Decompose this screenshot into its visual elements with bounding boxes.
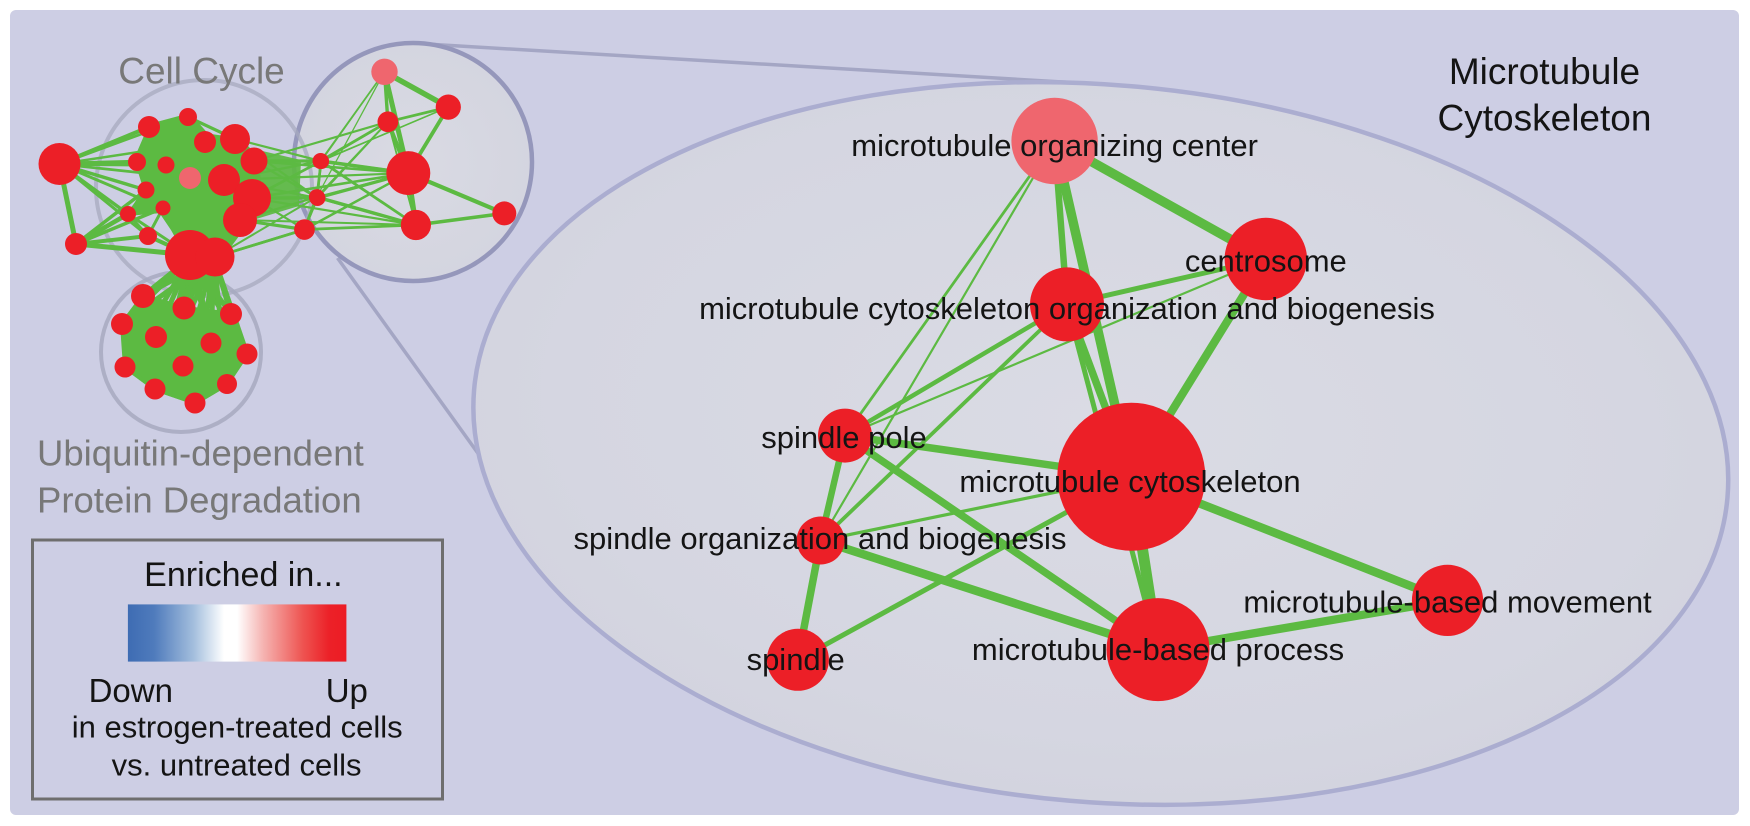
svg-text:Protein Degradation: Protein Degradation — [37, 480, 362, 521]
svg-text:vs. untreated cells: vs. untreated cells — [112, 747, 362, 782]
svg-text:Cell Cycle: Cell Cycle — [118, 51, 285, 92]
svg-text:spindle organization and bioge: spindle organization and biogenesis — [574, 521, 1067, 556]
svg-text:Up: Up — [326, 672, 368, 709]
svg-text:Microtubule: Microtubule — [1449, 51, 1640, 92]
svg-text:Enriched in...: Enriched in... — [144, 556, 342, 594]
svg-text:spindle pole: spindle pole — [761, 420, 926, 455]
svg-text:microtubule organizing center: microtubule organizing center — [851, 128, 1258, 163]
svg-text:Ubiquitin-dependent: Ubiquitin-dependent — [37, 433, 364, 474]
svg-text:centrosome: centrosome — [1185, 244, 1347, 279]
svg-text:microtubule cytoskeleton organ: microtubule cytoskeleton organization an… — [699, 291, 1435, 326]
svg-text:Cytoskeleton: Cytoskeleton — [1438, 98, 1652, 139]
svg-text:spindle: spindle — [747, 642, 845, 677]
svg-text:microtubule-based movement: microtubule-based movement — [1243, 585, 1652, 620]
svg-text:in estrogen-treated cells: in estrogen-treated cells — [72, 710, 403, 745]
svg-text:microtubule cytoskeleton: microtubule cytoskeleton — [959, 464, 1300, 499]
svg-text:Down: Down — [89, 672, 173, 709]
svg-text:microtubule-based process: microtubule-based process — [972, 632, 1344, 667]
